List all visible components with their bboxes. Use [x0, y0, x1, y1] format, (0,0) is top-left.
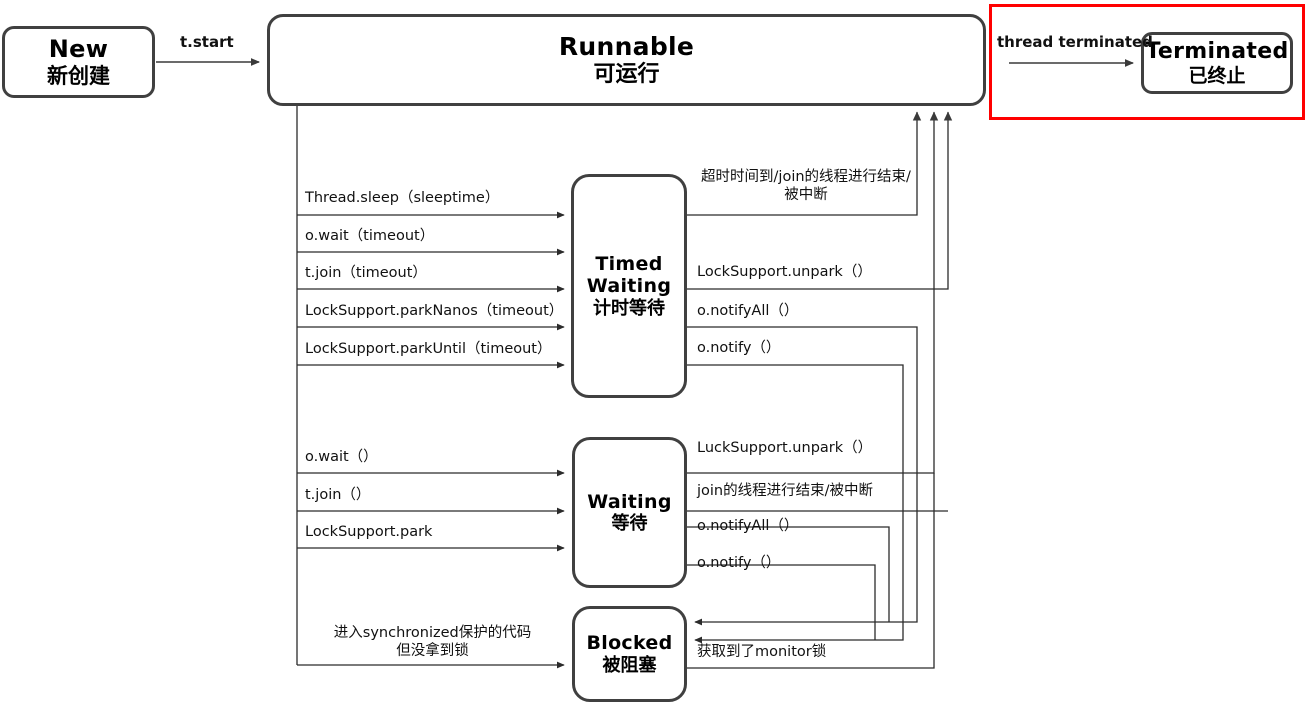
state-box-runnable[interactable]: Runnable 可运行	[267, 14, 986, 106]
edge-label-enter-synchronized-line2: 但没拿到锁	[396, 643, 469, 659]
state-box-timed-waiting[interactable]: Timed Waiting 计时等待	[571, 174, 687, 398]
state-blocked-label-en: Blocked	[586, 632, 673, 655]
edge-label-o-wait: o.wait（）	[305, 449, 378, 465]
state-timed-label-en-1: Timed	[595, 252, 663, 275]
state-blocked-label-cn: 被阻塞	[602, 654, 657, 676]
state-waiting-label-en: Waiting	[587, 490, 672, 513]
state-runnable-label-cn: 可运行	[593, 61, 660, 87]
edge-waiting-notify-to-blocked	[687, 564, 876, 640]
edge-label-o-notifyall-waiting: o.notifyAll（）	[697, 518, 799, 534]
state-terminated-label-en: Terminated	[1145, 38, 1289, 64]
state-box-terminated[interactable]: Terminated 已终止	[1141, 32, 1293, 94]
edge-timed-notifyall-to-blocked	[687, 326, 918, 626]
edge-label-o-notifyall-timed: o.notifyAll（）	[697, 303, 799, 319]
edge-label-thread-sleep: Thread.sleep（sleeptime）	[305, 190, 500, 206]
edge-label-timeout-reached-line2: 被中断	[784, 187, 828, 203]
edge-timed-timeout-to-runnable	[687, 111, 922, 216]
edge-timed-notify-to-blocked	[687, 364, 904, 644]
edge-label-o-notify-waiting: o.notify（）	[697, 555, 781, 571]
edge-label-o-wait-timeout: o.wait（timeout）	[305, 228, 435, 244]
state-new-label-en: New	[48, 35, 109, 64]
state-timed-label-en-2: Waiting	[586, 275, 672, 298]
edge-blocked-monitor-to-runnable	[687, 473, 935, 669]
edge-label-t-join: t.join（）	[305, 487, 371, 503]
edge-label-parkuntil: LockSupport.parkUntil（timeout）	[305, 341, 552, 357]
edge-label-t-start: t.start	[180, 33, 234, 51]
edge-label-timeout-reached-line1: 超时时间到/join的线程进行结束/	[701, 169, 911, 185]
edge-label-parknanos: LockSupport.parkNanos（timeout）	[305, 303, 564, 319]
state-box-new[interactable]: New 新创建	[2, 26, 155, 98]
edge-waiting-unpark-to-runnable	[687, 111, 939, 474]
edge-timed-unpark-to-runnable	[687, 111, 953, 290]
state-new-label-cn: 新创建	[47, 63, 110, 88]
edge-label-locksupport-park: LockSupport.park	[305, 524, 433, 540]
edge-label-locksupport-unpark-timed: LockSupport.unpark（）	[697, 264, 872, 280]
highlight-rectangle-terminated	[989, 4, 1305, 120]
edge-label-enter-synchronized-line1: 进入synchronized保护的代码	[333, 625, 532, 641]
state-terminated-label-cn: 已终止	[1188, 64, 1246, 87]
state-waiting-label-cn: 等待	[611, 513, 648, 535]
state-box-blocked[interactable]: Blocked 被阻塞	[572, 606, 687, 702]
state-runnable-label-en: Runnable	[558, 32, 695, 62]
edge-label-join-thread-end: join的线程进行结束/被中断	[697, 483, 874, 499]
edge-label-o-notify-timed: o.notify（）	[697, 340, 781, 356]
edge-label-acquired-monitor-lock: 获取到了monitor锁	[697, 644, 827, 660]
state-box-waiting[interactable]: Waiting 等待	[572, 437, 687, 588]
edge-label-lucksupport-unpark: LuckSupport.unpark（）	[697, 440, 873, 456]
state-timed-label-cn: 计时等待	[593, 297, 665, 319]
edge-waiting-notifyall-to-blocked	[687, 526, 890, 622]
edge-label-thread-terminated: thread terminated	[997, 33, 1153, 51]
edge-label-t-join-timeout: t.join（timeout）	[305, 265, 427, 281]
